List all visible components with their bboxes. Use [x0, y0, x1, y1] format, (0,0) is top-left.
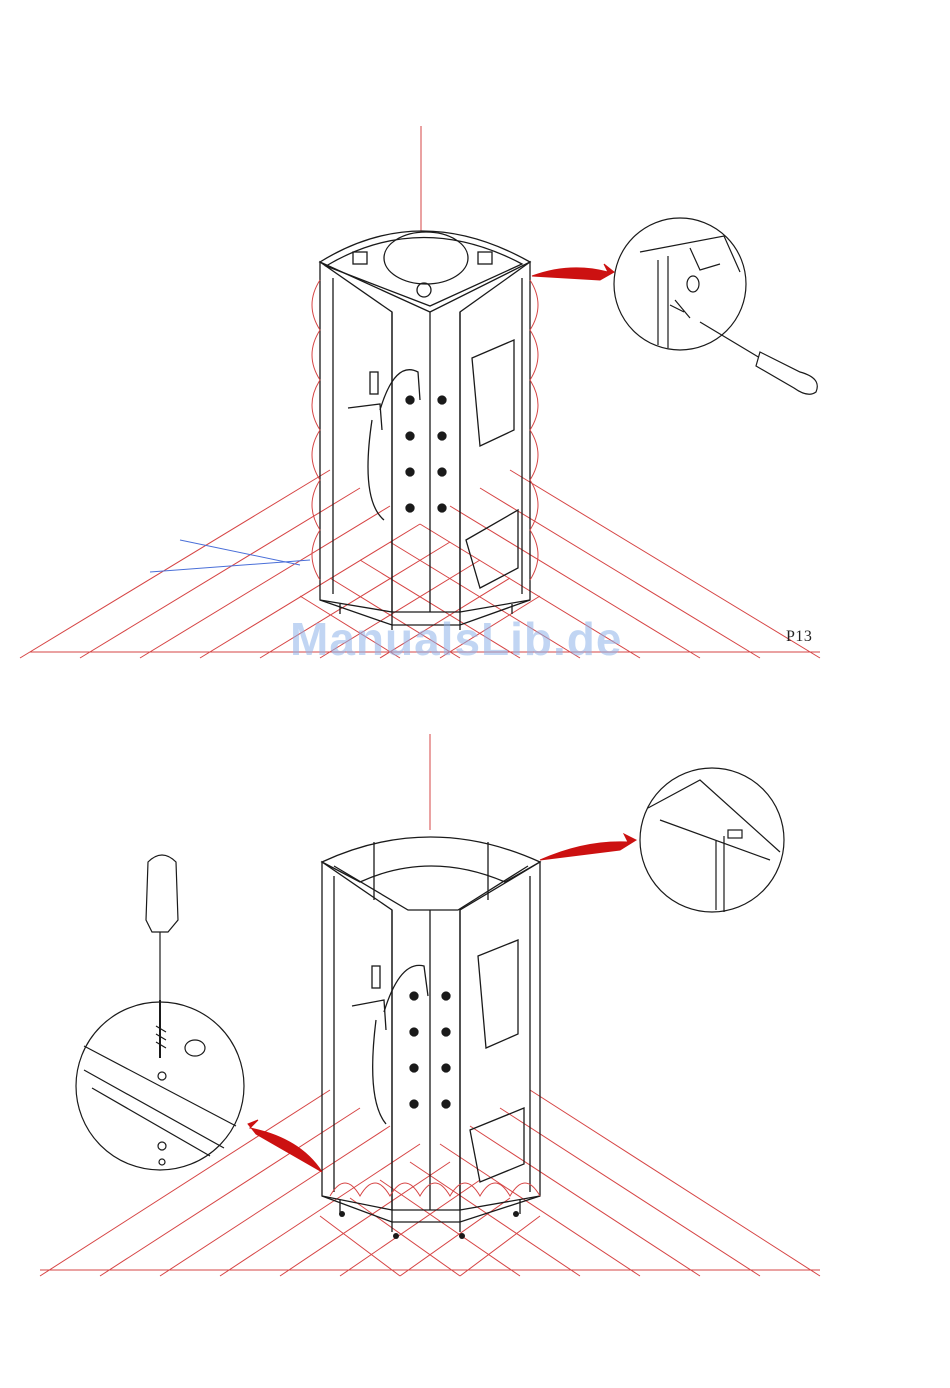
seal-curves [312, 280, 538, 580]
detail-arrow-base [248, 1120, 322, 1172]
detail-arrow-top [540, 834, 636, 860]
watermark: ManualsLib.de [290, 612, 622, 666]
bottom-assembly-drawing [0, 720, 950, 1320]
top-assembly-drawing [0, 100, 950, 680]
shower-cabin [320, 231, 530, 630]
detail-circle-top-joint [640, 768, 784, 912]
detail-arrow [532, 264, 614, 280]
page-number: P13 [786, 628, 812, 646]
shower-cabin-open [322, 837, 540, 1232]
top-assembly-figure [0, 100, 950, 680]
detail-circle-base-joint [76, 855, 244, 1170]
bottom-assembly-figure [0, 720, 950, 1320]
detail-circle-top-corner [614, 218, 817, 394]
